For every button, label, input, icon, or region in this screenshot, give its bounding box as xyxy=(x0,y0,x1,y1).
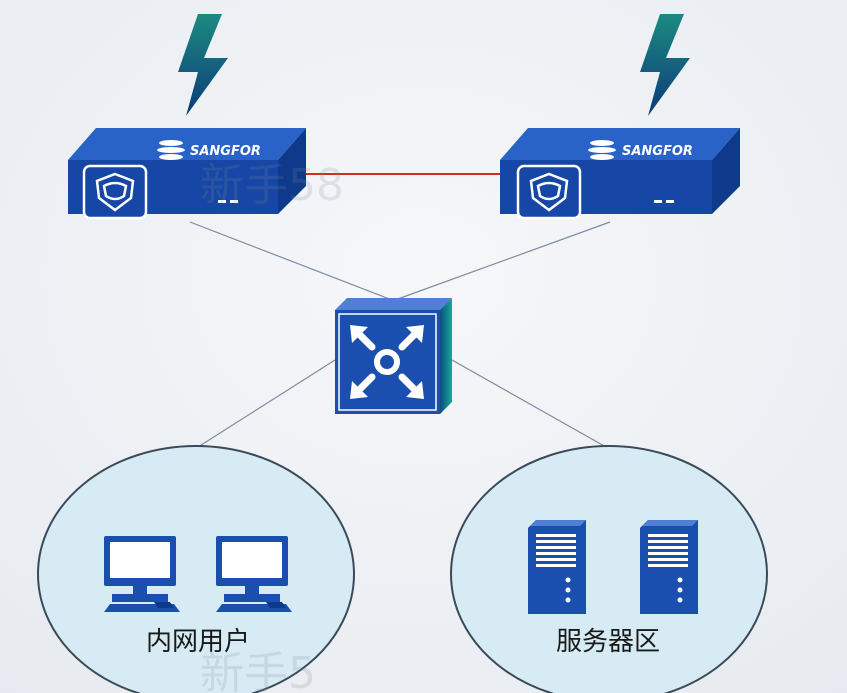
intranet-zone-label: 内网用户 xyxy=(146,627,250,657)
core-switch xyxy=(335,298,452,414)
intranet-zone xyxy=(37,445,355,693)
shield-icon xyxy=(95,172,135,212)
switch-arrowheads xyxy=(350,325,424,399)
watermark-bottom: 新手5 xyxy=(200,648,316,693)
server-tower-icon xyxy=(528,520,586,614)
brand-label-right: SANGFOR xyxy=(622,144,693,159)
brand-label-left: SANGFOR xyxy=(190,144,261,159)
sangfor-logo-icon xyxy=(588,140,616,160)
firewall-left: SANGFOR xyxy=(68,14,306,220)
shield-icon xyxy=(529,172,569,212)
downlink-intranet xyxy=(197,359,336,448)
lightning-icon xyxy=(640,14,690,116)
server-tower-icon xyxy=(640,520,698,614)
watermark-top: 新手58 xyxy=(200,160,344,211)
server-zone-label: 服务器区 xyxy=(556,627,660,657)
uplink-left xyxy=(189,221,393,301)
sangfor-logo-icon xyxy=(157,140,185,160)
uplink-right xyxy=(394,221,611,301)
lightning-icon xyxy=(178,14,228,116)
server-zone xyxy=(450,445,768,693)
downlink-servers xyxy=(451,359,607,448)
firewall-right: SANGFOR xyxy=(500,14,740,220)
